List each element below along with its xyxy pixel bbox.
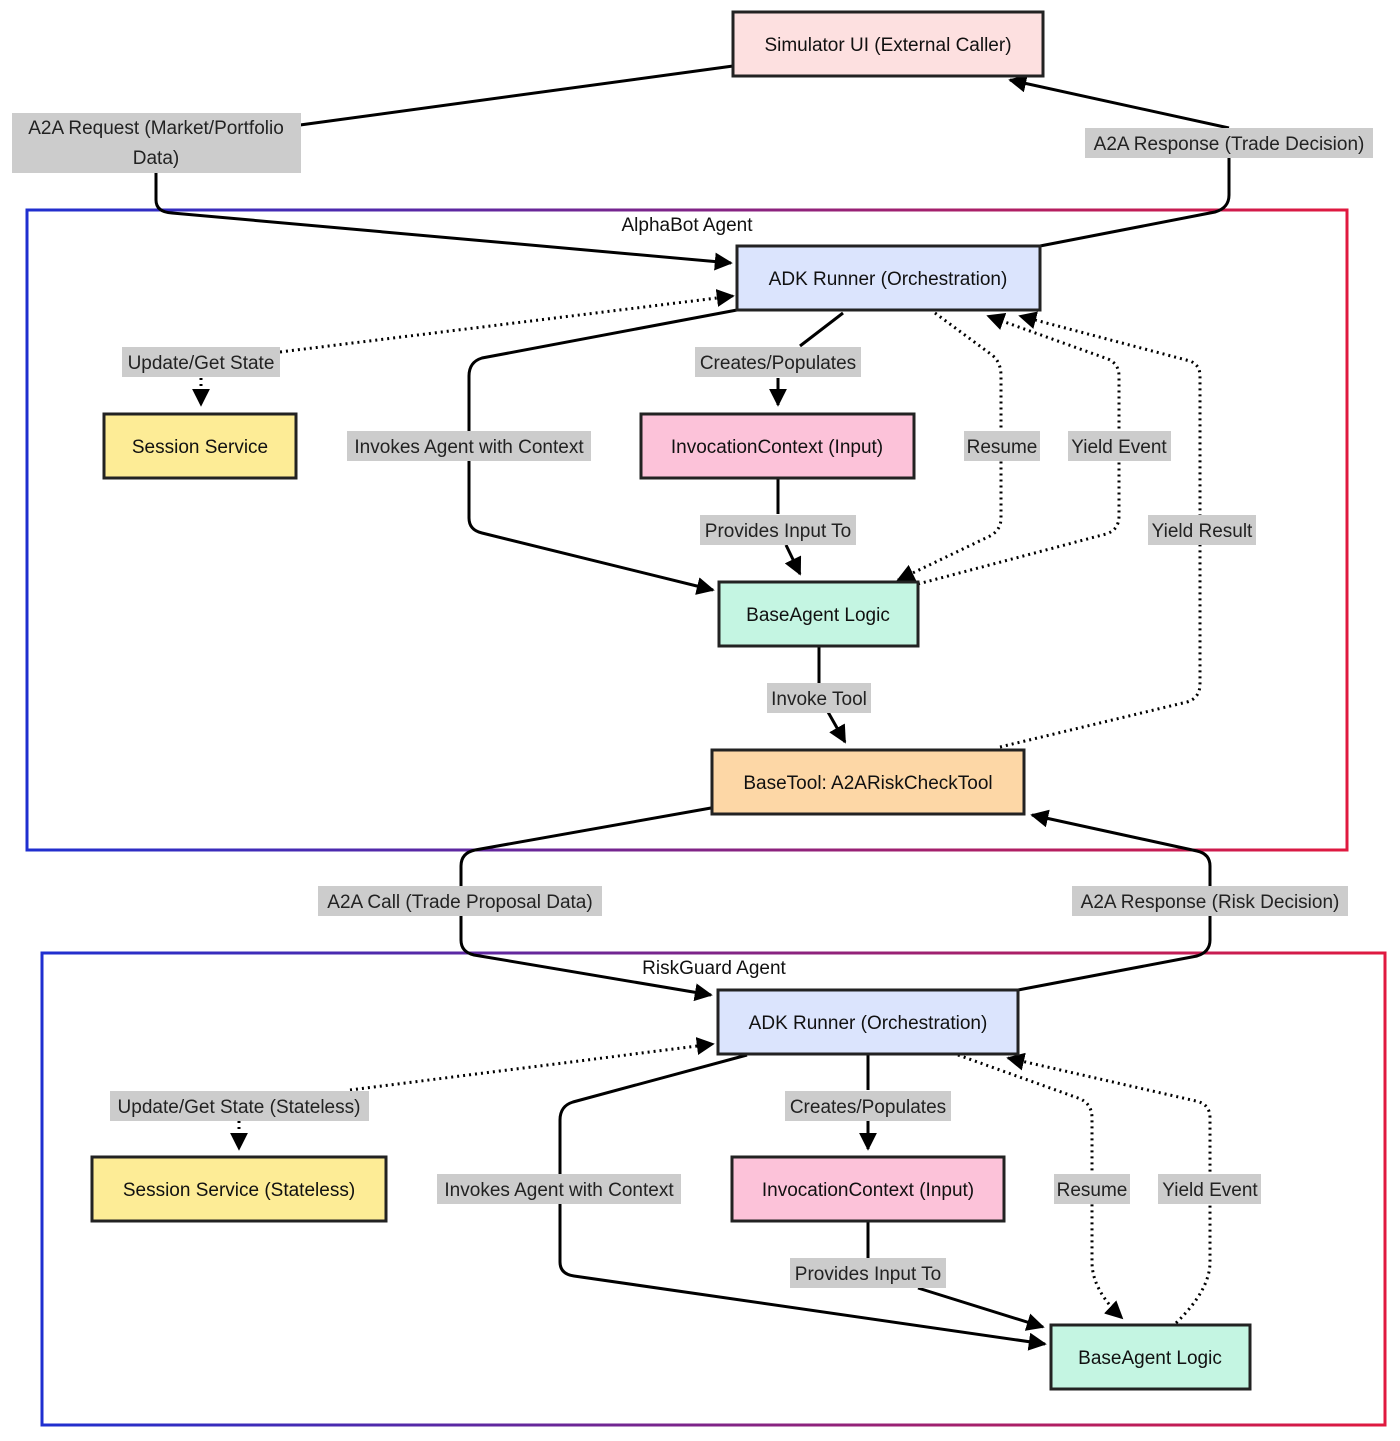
label-alpha-yield-result: Yield Result	[1152, 521, 1253, 542]
node-alpha-baseagent-logic-label: BaseAgent Logic	[746, 605, 890, 626]
node-risk-baseagent-logic[interactable]: BaseAgent Logic	[1049, 1323, 1252, 1391]
edge-risk-provides	[866, 1222, 1043, 1327]
group-title-alphabot: AlphaBot Agent	[622, 215, 754, 236]
node-risk-invocation-context-label: InvocationContext (Input)	[762, 1180, 974, 1201]
node-alpha-session-service-label: Session Service	[132, 437, 268, 458]
node-alpha-session-service[interactable]: Session Service	[102, 412, 298, 480]
node-risk-session-service-label: Session Service (Stateless)	[123, 1180, 355, 1201]
label-alpha-provides: Provides Input To	[705, 521, 851, 542]
node-simulator-ui[interactable]: Simulator UI (External Caller)	[731, 10, 1045, 78]
node-alpha-basetool-label: BaseTool: A2ARiskCheckTool	[743, 773, 992, 794]
edge-labels: A2A Request (Market/Portfolio Data) A2A …	[12, 113, 1373, 1288]
label-alpha-invoke-tool: Invoke Tool	[771, 689, 867, 710]
node-risk-adk-runner[interactable]: ADK Runner (Orchestration)	[716, 988, 1020, 1056]
label-a2a-response-trade: A2A Response (Trade Decision)	[1094, 134, 1365, 155]
edge-a2a-request	[154, 64, 733, 263]
label-alpha-resume: Resume	[967, 437, 1038, 458]
node-risk-invocation-context[interactable]: InvocationContext (Input)	[730, 1155, 1006, 1223]
node-alpha-adk-runner[interactable]: ADK Runner (Orchestration)	[735, 244, 1042, 312]
node-risk-session-service[interactable]: Session Service (Stateless)	[90, 1155, 388, 1223]
edge-a2a-response-trade	[1010, 80, 1231, 248]
group-riskguard-agent: RiskGuard Agent	[40, 951, 1387, 1427]
edge-alpha-yield-result	[999, 311, 1202, 749]
node-alpha-adk-runner-label: ADK Runner (Orchestration)	[769, 269, 1008, 290]
label-alpha-invokes: Invokes Agent with Context	[354, 437, 584, 458]
group-title-riskguard: RiskGuard Agent	[642, 958, 786, 979]
edge-risk-resume	[957, 1053, 1124, 1320]
label-alpha-update-state: Update/Get State	[128, 353, 275, 374]
node-alpha-invocation-context[interactable]: InvocationContext (Input)	[639, 412, 916, 480]
label-a2a-request-line2: Data)	[133, 148, 179, 169]
label-risk-creates: Creates/Populates	[790, 1097, 946, 1118]
edge-alpha-resume	[896, 311, 1003, 582]
label-a2a-response-risk: A2A Response (Risk Decision)	[1081, 892, 1340, 913]
label-a2a-request-line1: A2A Request (Market/Portfolio	[28, 118, 284, 139]
label-alpha-yield-event: Yield Event	[1071, 437, 1167, 458]
label-risk-update-state: Update/Get State (Stateless)	[118, 1097, 361, 1118]
label-risk-provides: Provides Input To	[795, 1264, 941, 1285]
label-risk-invokes: Invokes Agent with Context	[444, 1180, 674, 1201]
edge-alpha-update-state	[279, 289, 735, 354]
label-a2a-call: A2A Call (Trade Proposal Data)	[327, 892, 592, 913]
edge-alpha-provides	[776, 479, 800, 574]
edge-alpha-invoke-tool	[817, 647, 845, 742]
node-risk-baseagent-logic-label: BaseAgent Logic	[1078, 1348, 1222, 1369]
label-alpha-creates: Creates/Populates	[700, 353, 856, 374]
label-risk-yield-event: Yield Event	[1162, 1180, 1258, 1201]
node-alpha-invocation-context-label: InvocationContext (Input)	[671, 437, 883, 458]
node-risk-adk-runner-label: ADK Runner (Orchestration)	[749, 1013, 988, 1034]
edge-risk-update-state	[349, 1037, 715, 1092]
node-simulator-ui-label: Simulator UI (External Caller)	[764, 35, 1011, 56]
node-alpha-baseagent-logic[interactable]: BaseAgent Logic	[717, 580, 920, 648]
node-alpha-basetool[interactable]: BaseTool: A2ARiskCheckTool	[710, 748, 1026, 816]
edges	[154, 64, 1231, 1351]
edge-alpha-creates	[799, 311, 844, 348]
group-alphabot-agent: AlphaBot Agent	[25, 208, 1349, 852]
label-risk-resume: Resume	[1057, 1180, 1128, 1201]
